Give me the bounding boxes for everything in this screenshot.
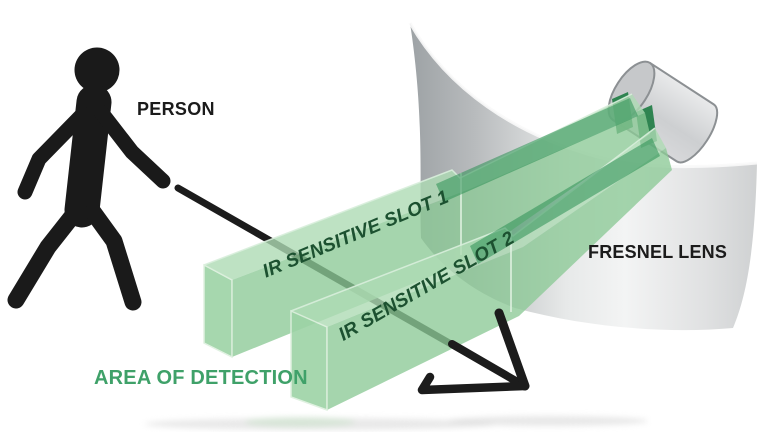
ir-beam-slot-2: [290, 127, 672, 412]
beam1-end-cap: [203, 263, 233, 359]
person-torso: [64, 84, 112, 228]
person-figure: [7, 47, 171, 311]
person-back-leg: [7, 205, 83, 309]
person-front-leg: [84, 203, 142, 311]
area-of-detection-label: AREA OF DETECTION: [94, 367, 308, 389]
person-front-arm: [93, 104, 171, 189]
ground-shadow: [145, 416, 648, 430]
motion-arrow-head: [417, 308, 530, 395]
person-label: PERSON: [137, 99, 215, 119]
beam1-dark-stripe: [436, 98, 638, 202]
person-back-arm: [17, 106, 91, 200]
beam2-dark-stripe: [470, 138, 660, 264]
beam2-end-cap: [290, 309, 328, 412]
person-head: [74, 47, 120, 93]
fresnel-lens-label: FRESNEL LENS: [588, 242, 728, 262]
